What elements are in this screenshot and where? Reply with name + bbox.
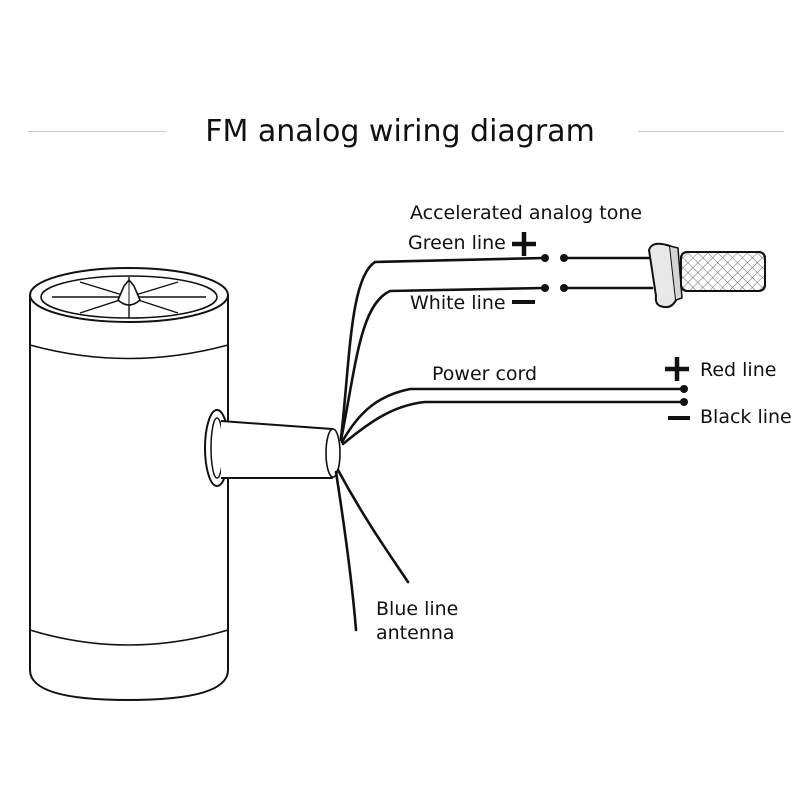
antenna-wire — [334, 470, 358, 632]
black-line-label: Black line — [700, 406, 792, 428]
plus-sign-icon — [665, 357, 689, 381]
red-wire — [340, 387, 686, 444]
connector-dots — [541, 254, 688, 406]
green-wire — [339, 256, 546, 440]
title-rule-left — [28, 131, 166, 132]
green-dot-right — [560, 254, 568, 262]
blue-line-label: Blue line — [376, 598, 459, 620]
white-dot-left — [541, 284, 549, 292]
green-line-label: Green line — [408, 232, 506, 254]
green-dot-left — [541, 254, 549, 262]
power-cord-label: Power cord — [432, 363, 538, 385]
white-line-label: White line — [410, 292, 506, 314]
antenna-label: antenna — [376, 622, 455, 644]
black-dot — [680, 398, 688, 406]
black-wire — [341, 400, 686, 446]
red-dot — [680, 385, 688, 393]
blue-wire — [336, 468, 410, 584]
throttle-grip — [647, 242, 766, 309]
wires — [334, 256, 686, 632]
red-line-label: Red line — [700, 359, 777, 381]
white-wire — [339, 286, 546, 442]
accelerated-tone-label: Accelerated analog tone — [410, 202, 643, 224]
turbo-unit — [29, 267, 229, 702]
white-dot-right — [560, 284, 568, 292]
title-rule-right — [638, 131, 784, 132]
plus-sign-icon — [512, 232, 536, 256]
diagram-title: FM analog wiring diagram — [205, 114, 595, 149]
side-tube — [204, 409, 341, 487]
